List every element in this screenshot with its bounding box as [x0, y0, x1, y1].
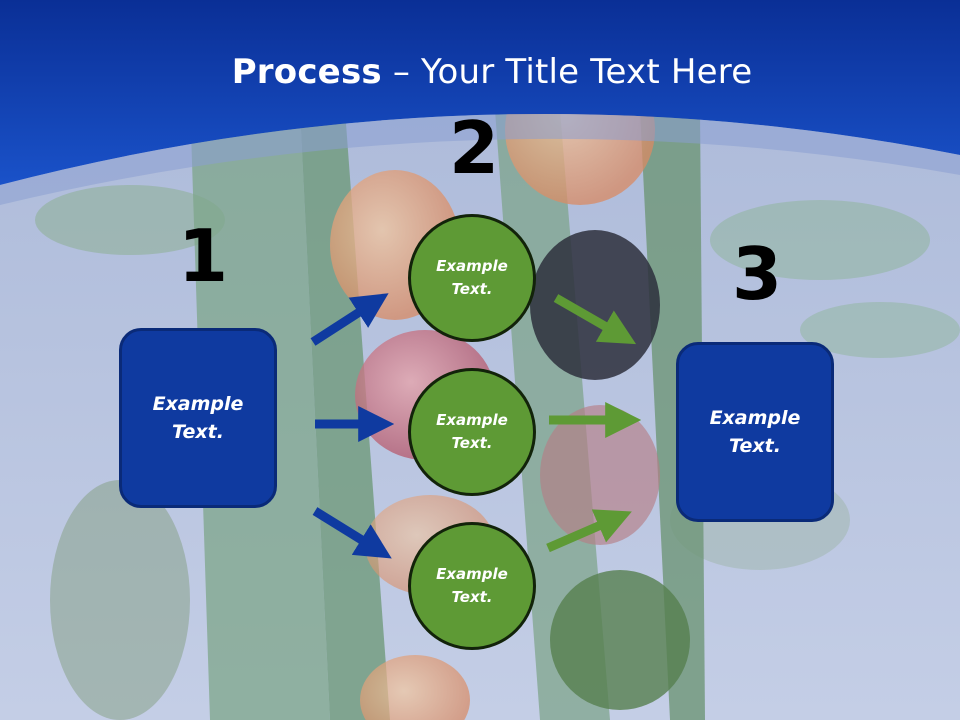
step-3-line1: Example: [709, 406, 801, 429]
arrow-green-up: [546, 509, 632, 553]
circle-top-line2: Text.: [451, 280, 493, 298]
arrow-blue-down: [312, 507, 392, 559]
step-number-3: 3: [732, 232, 783, 316]
slide-title: Process – Your Title Text Here: [0, 52, 960, 92]
circle-middle-line2: Text.: [451, 434, 493, 452]
step-3-line2: Text.: [729, 435, 781, 457]
circle-bottom-line2: Text.: [451, 588, 493, 606]
step-number-2: 2: [449, 106, 500, 190]
circle-middle-line1: Example: [436, 410, 508, 429]
step-number-1: 1: [178, 214, 229, 298]
step-1-line1: Example: [152, 392, 244, 415]
arrow-green-down: [553, 294, 637, 345]
circle-bottom-line1: Example: [436, 564, 508, 583]
circle-top-line1: Example: [436, 256, 508, 275]
title-rest: – Your Title Text Here: [381, 52, 753, 92]
step-1-line2: Text.: [172, 421, 224, 443]
arrow-blue-up: [310, 293, 389, 346]
title-bold: Process: [231, 52, 382, 92]
